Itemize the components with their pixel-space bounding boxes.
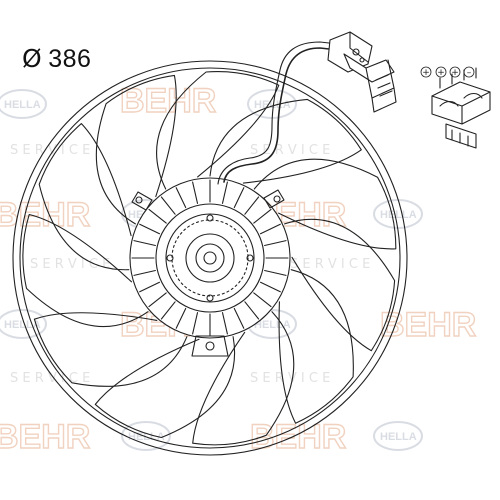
fan-blade bbox=[95, 74, 177, 225]
watermark-service: S E R V I C E bbox=[10, 371, 90, 386]
motor-fin bbox=[139, 223, 161, 235]
cover-hole bbox=[166, 254, 174, 262]
diameter-value: 386 bbox=[48, 45, 92, 73]
fan-blade bbox=[94, 336, 236, 439]
watermark-hella-logo: HELLA bbox=[373, 421, 423, 451]
motor-fin bbox=[244, 196, 260, 215]
fan-blade bbox=[192, 311, 295, 446]
motor-fin bbox=[221, 181, 228, 204]
motor-fin bbox=[233, 307, 245, 329]
motor-fin bbox=[139, 281, 161, 293]
resistor-module bbox=[431, 67, 491, 149]
hub-shaft bbox=[203, 251, 217, 265]
mount-screw bbox=[135, 196, 143, 204]
motor-fin bbox=[148, 208, 167, 224]
fan-blade bbox=[284, 218, 396, 352]
pin-label: – bbox=[463, 66, 475, 78]
cover-hole bbox=[246, 254, 254, 262]
watermark-behr: BEHR bbox=[250, 418, 346, 456]
motor-fin bbox=[175, 307, 187, 329]
resistor-pin-labels: + + + – bbox=[420, 66, 475, 78]
motor-mount-tab bbox=[263, 189, 285, 209]
wire-harness bbox=[223, 47, 339, 183]
motor-cover bbox=[165, 213, 255, 303]
watermark-service: S E R V I C E bbox=[10, 143, 90, 158]
motor-fin bbox=[192, 181, 199, 204]
fan-blade bbox=[22, 213, 149, 328]
watermark-service: S E R V I C E bbox=[250, 371, 330, 386]
watermark-service: S E R V I C E bbox=[290, 257, 370, 272]
svg-text:+: + bbox=[422, 68, 430, 78]
motor-fin bbox=[133, 269, 156, 276]
motor-cover-ribs bbox=[171, 219, 249, 297]
connector-plug bbox=[327, 31, 397, 113]
motor-cooling-fins bbox=[131, 179, 289, 337]
fan-blade bbox=[38, 123, 132, 271]
fan-blades bbox=[22, 71, 397, 446]
watermark-service: S E R V I C E bbox=[30, 257, 110, 272]
motor-fin bbox=[253, 292, 272, 308]
watermark-service: S E R V I C E bbox=[250, 143, 330, 158]
svg-text:HELLA: HELLA bbox=[254, 99, 291, 111]
fan-shroud-outer-ring bbox=[12, 60, 408, 456]
motor-fin bbox=[244, 301, 260, 320]
diameter-symbol: Ø bbox=[22, 44, 43, 73]
wire-harness-outer bbox=[217, 41, 339, 185]
cover-hole bbox=[206, 214, 214, 222]
svg-text:HELLA: HELLA bbox=[254, 319, 291, 331]
svg-text:HELLA: HELLA bbox=[380, 431, 417, 443]
svg-text:HELLA: HELLA bbox=[4, 99, 41, 111]
motor-fin bbox=[233, 187, 245, 209]
svg-text:HELLA: HELLA bbox=[380, 209, 417, 221]
motor-mount-tab bbox=[191, 335, 229, 357]
motor-fin bbox=[148, 292, 167, 308]
hub-center bbox=[195, 243, 225, 273]
watermark-hella-logo: HELLA bbox=[0, 89, 47, 119]
pin-label: + bbox=[435, 66, 447, 78]
motor-fin bbox=[192, 312, 199, 335]
motor-fin bbox=[175, 187, 187, 209]
fan-blade bbox=[253, 158, 397, 250]
mount-screw bbox=[205, 341, 215, 351]
motor-fin bbox=[264, 240, 287, 247]
motor-fin bbox=[259, 281, 281, 293]
fan-blade bbox=[209, 98, 362, 184]
svg-text:–: – bbox=[467, 68, 472, 78]
motor-fin bbox=[259, 223, 281, 235]
pin-label: + bbox=[420, 66, 432, 78]
fan-blade bbox=[156, 71, 280, 190]
motor-fin bbox=[264, 269, 287, 276]
motor-fin bbox=[160, 301, 176, 320]
pin-label: + bbox=[449, 66, 461, 78]
svg-text:+: + bbox=[437, 68, 445, 78]
hub-ring bbox=[185, 233, 235, 283]
mount-screw bbox=[273, 195, 281, 203]
motor-fin bbox=[221, 312, 228, 335]
cover-hole bbox=[206, 294, 214, 302]
fan-blade bbox=[278, 269, 354, 424]
fan-shroud-inner-ring bbox=[19, 67, 401, 449]
motor-fin bbox=[160, 196, 176, 215]
motor-fin bbox=[253, 208, 272, 224]
motor-mount-tab bbox=[131, 191, 153, 211]
watermark-behr: BEHR bbox=[0, 418, 90, 456]
motor-fin bbox=[133, 240, 156, 247]
fan-blade bbox=[33, 312, 188, 387]
svg-text:+: + bbox=[451, 68, 459, 78]
